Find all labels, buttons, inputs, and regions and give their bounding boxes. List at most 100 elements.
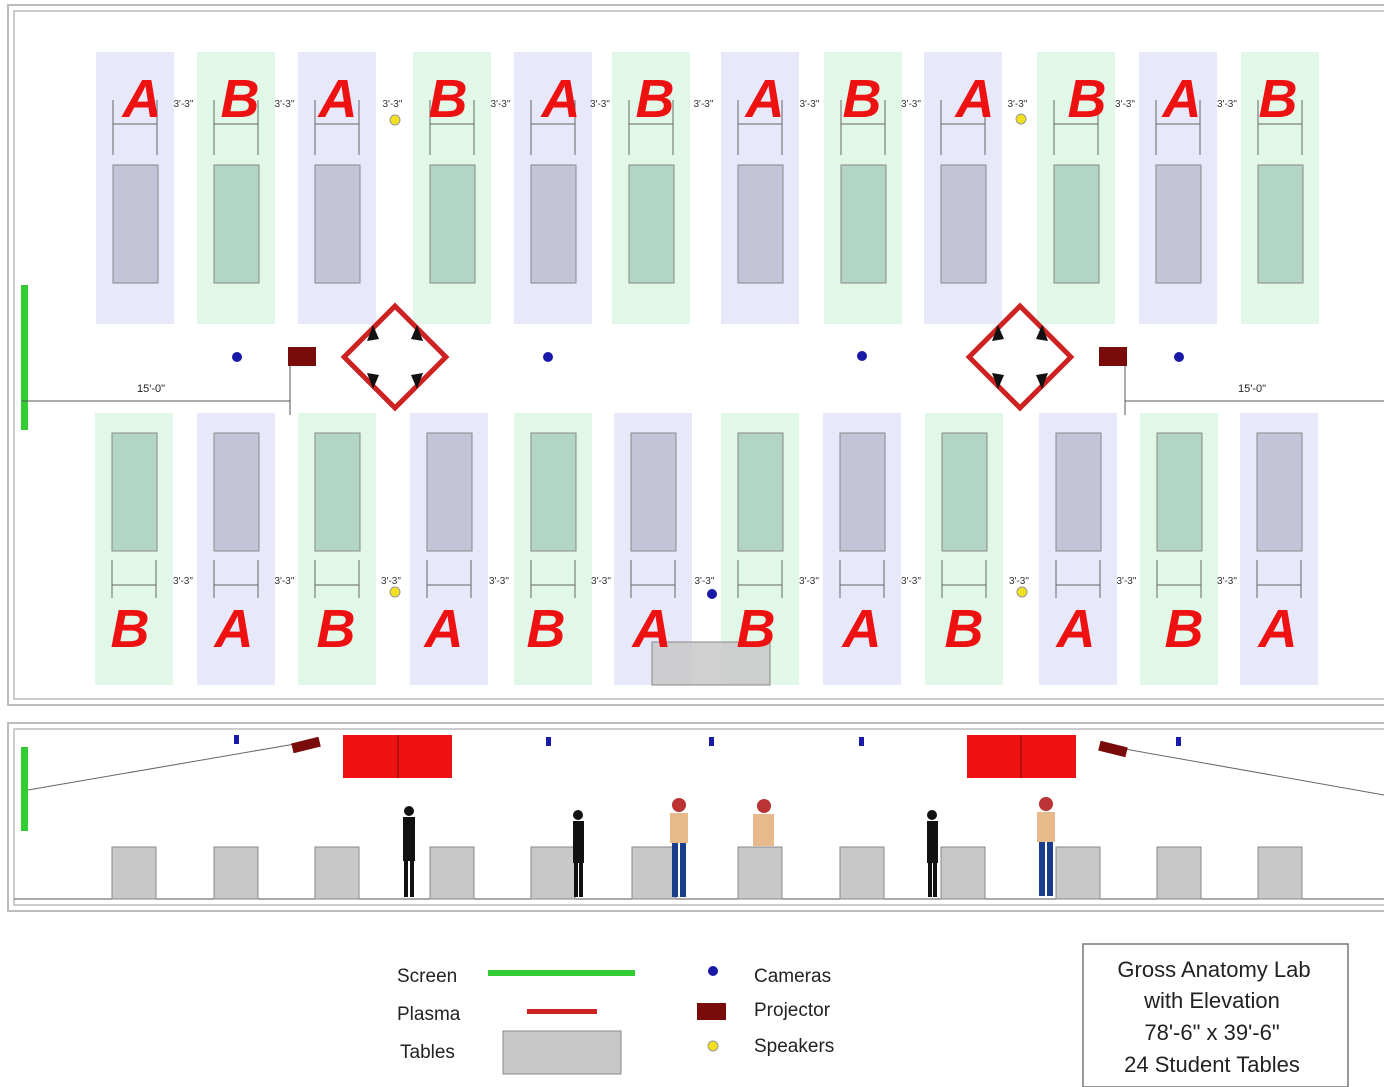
bottom-row-group-label: B — [945, 599, 984, 659]
projection-line-left — [27, 743, 296, 791]
person-silhouette-icon — [573, 810, 584, 897]
spacing-label: 3'-3" — [799, 576, 819, 587]
legend-plasma-label: Plasma — [397, 1004, 461, 1025]
spacing-label: 3'-3" — [491, 99, 511, 110]
student-table — [941, 432, 988, 552]
student-table — [630, 432, 677, 552]
bottom-row-group-label: A — [423, 599, 464, 659]
spacing-label: 3'-3" — [590, 99, 610, 110]
camera-elevation — [546, 737, 551, 746]
bottom-row-station — [614, 413, 692, 685]
bottom-row-group-label: B — [317, 599, 356, 659]
spacing-label: 3'-3" — [1115, 99, 1135, 110]
student-table — [530, 164, 577, 284]
table-elevation — [530, 846, 576, 900]
camera-plan — [232, 352, 242, 362]
camera-plan — [857, 351, 867, 361]
clearance-label-right: 15'-0" — [1238, 383, 1266, 395]
spacing-label: 3'-3" — [694, 99, 714, 110]
student-table — [111, 432, 158, 552]
legend-screen-label: Screen — [397, 966, 457, 987]
student-table — [314, 164, 361, 284]
speaker-plan — [1016, 586, 1028, 598]
bottom-row-station — [1240, 413, 1318, 685]
student-table — [429, 164, 476, 284]
bottom-row-group-label: B — [1165, 599, 1204, 659]
plan-outer-border — [7, 4, 1384, 706]
table-elevation — [839, 846, 885, 900]
clearance-label-left: 15'-0" — [137, 383, 165, 395]
bottom-row-group-label: B — [111, 599, 150, 659]
spacing-label: 3'-3" — [275, 99, 295, 110]
spacing-label: 3'-3" — [173, 576, 193, 587]
top-row-group-label: A — [540, 69, 581, 129]
student-table — [314, 432, 361, 552]
screen-plan — [21, 285, 28, 430]
legend-tables-label: Tables — [400, 1042, 455, 1063]
bottom-row-group-label: A — [631, 599, 672, 659]
student-figure-icon — [670, 798, 688, 897]
bottom-row-station — [298, 413, 376, 685]
student-table — [426, 432, 473, 552]
bottom-row-station — [410, 413, 488, 685]
student-table — [112, 164, 159, 284]
spacing-label: 3'-3" — [381, 576, 401, 587]
bottom-row-group-label: A — [1257, 599, 1298, 659]
top-row-station — [413, 52, 491, 324]
bottom-row-station — [95, 413, 173, 685]
spacing-label: 3'-3" — [383, 99, 403, 110]
legend-screen-swatch — [488, 970, 635, 976]
bottom-row-station — [721, 413, 799, 685]
camera-elevation — [234, 735, 239, 744]
plasma-cluster-left — [340, 302, 450, 412]
camera-elevation — [1176, 737, 1181, 746]
speaker-plan — [389, 114, 401, 126]
spacing-label: 3'-3" — [275, 576, 295, 587]
info-box-subtitle: with Elevation — [1143, 988, 1280, 1013]
spacing-label: 3'-3" — [800, 99, 820, 110]
person-silhouette-icon — [927, 810, 938, 897]
bottom-row-station — [1140, 413, 1218, 685]
student-table — [940, 164, 987, 284]
projector-elevation-right — [1098, 740, 1128, 758]
student-table — [840, 164, 887, 284]
bottom-row-station — [925, 413, 1003, 685]
table-elevation — [940, 846, 986, 900]
student-table — [737, 164, 784, 284]
top-row-group-label: B — [221, 69, 260, 129]
top-row-station — [96, 52, 174, 324]
spacing-label: 3'-3" — [901, 576, 921, 587]
top-row-group-label: B — [636, 69, 675, 129]
top-row-station — [1037, 52, 1115, 324]
legend-projector-label: Projector — [754, 1000, 831, 1021]
student-table — [839, 432, 886, 552]
top-row-station — [1139, 52, 1217, 324]
student-table — [213, 432, 260, 552]
info-box-dimensions: 78'-6" x 39'-6" — [1144, 1020, 1279, 1045]
instructor-table-plan — [651, 641, 771, 686]
spacing-label: 3'-3" — [489, 576, 509, 587]
bottom-row-station — [197, 413, 275, 685]
bottom-row-group-label: A — [841, 599, 882, 659]
top-row-station — [612, 52, 690, 324]
table-elevation — [1156, 846, 1202, 900]
plan-inner-border — [13, 10, 1384, 700]
legend-speaker-icon — [707, 1040, 719, 1052]
top-row-station — [924, 52, 1002, 324]
spacing-label: 3'-3" — [591, 576, 611, 587]
top-row-group-label: B — [429, 69, 468, 129]
student-table — [1156, 432, 1203, 552]
top-row-group-label: B — [1068, 69, 1107, 129]
top-row-group-label: A — [744, 69, 785, 129]
camera-elevation — [709, 737, 714, 746]
table-elevation — [631, 846, 677, 900]
top-row-station — [824, 52, 902, 324]
legend-speakers-label: Speakers — [754, 1036, 834, 1057]
projector-plan-right — [1099, 347, 1127, 380]
student-figure-icon — [753, 799, 774, 846]
legend-projector-icon — [697, 1003, 726, 1020]
bottom-row-station — [1039, 413, 1117, 685]
student-table — [1053, 164, 1100, 284]
student-table — [530, 432, 577, 552]
